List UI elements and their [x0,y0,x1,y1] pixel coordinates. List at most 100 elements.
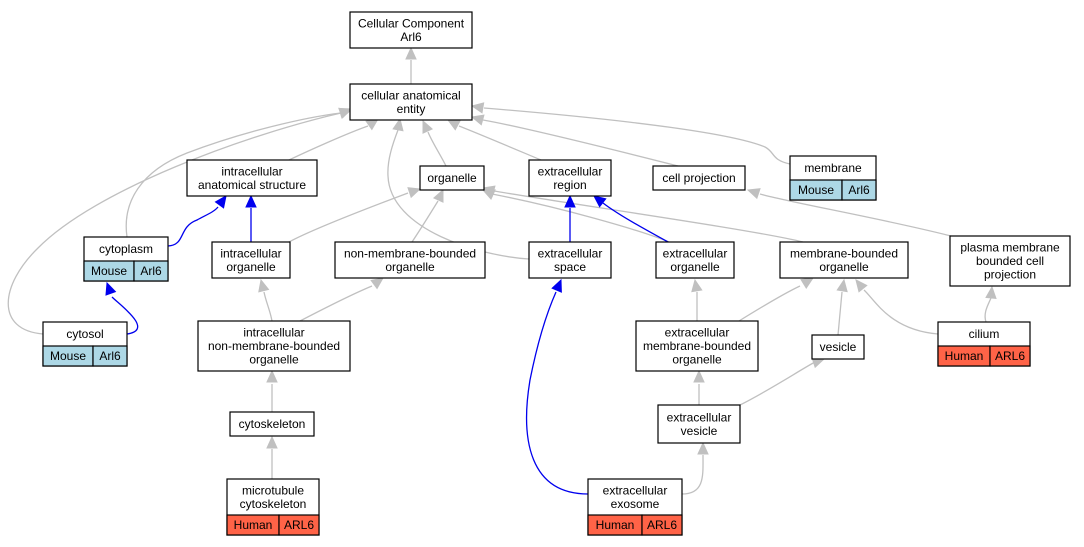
edge-ias-to-cae [288,118,379,161]
node-box [528,159,612,197]
arrowhead-icon [214,195,227,209]
edge-ecspace-to-cae [387,117,530,260]
node-label: membrane-bounded [643,339,751,353]
node-label: region [553,178,586,192]
gene-cell [841,179,877,201]
species-label: Mouse [91,264,127,278]
node-box [635,320,759,372]
species-label: Human [945,349,984,363]
node-label: projection [984,268,1036,282]
edge-ecmbo-to-mbo [738,277,815,322]
node-label: exosome [611,497,660,511]
edge-cilium-to-pmbcp [984,285,997,323]
edge-inmbo-to-intorg [258,278,273,322]
edge-line [288,125,369,161]
species-label: Mouse [50,349,86,363]
gene-cell [92,345,128,367]
arrowhead-icon [105,281,117,296]
node-label: membrane-bounded [790,246,898,260]
arrowhead-icon [446,119,461,131]
arrowhead-icon [985,285,997,299]
edge-line [125,112,342,238]
edge-ecorg-to-organelle [481,189,670,243]
edge-line [738,285,801,322]
edge-line [493,190,804,243]
arrowhead-icon [564,194,576,208]
arrowhead-icon [855,279,868,293]
node-organelle[interactable]: organelle [419,165,485,191]
edge-cae-to-root [405,46,417,84]
node-label: organelle [672,353,722,367]
edge-cytosol-to-cytoplasm [105,281,139,335]
edge-cytoplasm-to-ias [167,195,227,247]
edge-ecregion-to-cae [446,119,542,161]
edge-line [263,291,273,322]
node-box [197,320,351,372]
arrowhead-icon [258,278,270,293]
edge-cytoskeleton-to-inmbo [266,369,278,412]
node-box [186,159,318,197]
node-label: anatomical structure [198,178,306,192]
node-box [528,241,612,279]
edge-organelle-to-cae [422,119,447,167]
node-label: cell projection [662,171,735,185]
node-label: membrane [804,161,862,175]
edges-layer [7,46,997,495]
node-label: non-membrane-bounded [208,339,340,353]
edge-line [299,285,373,322]
node-label: organelle [385,260,435,274]
node-box [334,241,486,279]
arrowhead-icon [266,369,278,383]
node-label: organelle [819,260,869,274]
edge-ecvesicle-to-ecmbo [693,369,705,405]
edge-line [525,291,589,495]
node-box [657,404,741,444]
arrowhead-icon [245,194,257,208]
node-vesicle[interactable]: vesicle [811,334,865,360]
node-label: extracellular [663,246,728,260]
gene-cell [133,260,169,282]
node-label: entity [397,102,426,116]
arrowhead-icon [800,277,815,289]
edge-line [984,297,992,323]
species-label: Mouse [798,183,834,197]
node-label: Arl6 [400,30,422,44]
arrowhead-icon [691,278,703,293]
arrowhead-icon [407,187,422,199]
node-cellproj[interactable]: cell projection [652,165,746,191]
edge-exosome-to-ecspace [525,278,589,495]
edge-line [739,361,816,406]
arrowhead-icon [470,102,485,114]
edge-ecmbo-to-ecorg [691,278,703,321]
arrowhead-icon [370,277,384,290]
node-cytoskeleton[interactable]: cytoskeleton [229,411,315,437]
arrowhead-icon [551,278,562,293]
edge-line [491,193,670,243]
arrowhead-icon [746,188,761,200]
gene-label: Arl6 [848,183,870,197]
gene-label: Arl6 [99,349,121,363]
node-box [779,241,909,279]
node-label: organelle [226,260,276,274]
node-label: extracellular [538,246,603,260]
node-inmbo[interactable]: intracellularnon-membrane-boundedorganel… [197,320,351,372]
edge-line [427,131,447,167]
